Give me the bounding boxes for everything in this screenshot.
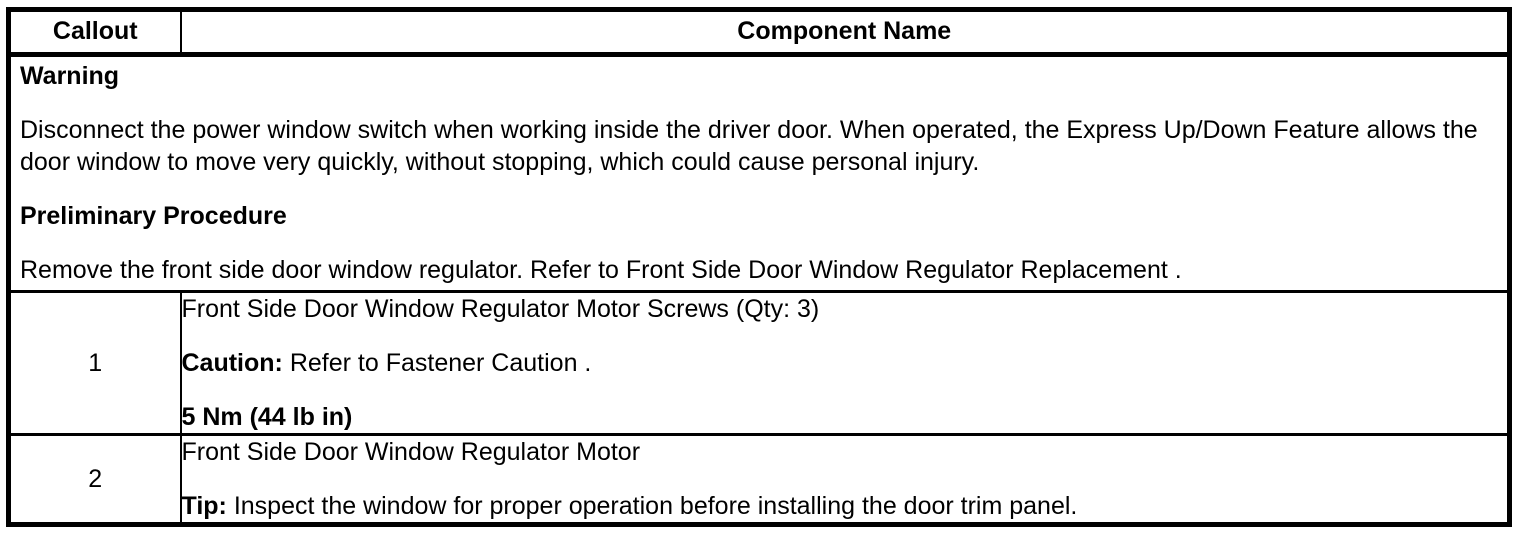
- caution-label: Caution:: [181, 349, 283, 377]
- torque-spec: 5 Nm (44 lb in): [181, 403, 353, 431]
- component-cell-1: Front Side Door Window Regulator Motor S…: [181, 292, 1510, 435]
- warning-section-row: Warning Disconnect the power window swit…: [8, 54, 1510, 293]
- component-name-text: Front Side Door Window Regulator Motor: [181, 438, 641, 466]
- preliminary-procedure-text: Remove the front side door window regula…: [20, 256, 1182, 284]
- tip-note: Tip: Inspect the window for proper opera…: [182, 490, 1508, 522]
- table-header-row: Callout Component Name: [8, 9, 1510, 57]
- tip-text: Inspect the window for proper operation …: [226, 492, 1078, 520]
- table-row-2: 2 Front Side Door Window Regulator Motor…: [8, 433, 1510, 525]
- warning-title: Warning: [20, 62, 120, 90]
- component-name-text: Front Side Door Window Regulator Motor S…: [181, 295, 820, 323]
- caution-note: Caution: Refer to Fastener Caution .: [182, 347, 1508, 379]
- caution-text: Refer to Fastener Caution .: [282, 349, 592, 377]
- component-name-column-header: Component Name: [180, 9, 1510, 57]
- callout-number-1: 1: [8, 291, 182, 435]
- preliminary-procedure-title: Preliminary Procedure: [20, 202, 287, 230]
- warning-text: Disconnect the power window switch when …: [20, 116, 1478, 176]
- table-row-1: 1 Front Side Door Window Regulator Motor…: [8, 291, 1510, 435]
- callout-number-2: 2: [8, 433, 182, 525]
- warning-section-cell: Warning Disconnect the power window swit…: [8, 54, 1510, 293]
- component-cell-2: Front Side Door Window Regulator Motor T…: [180, 433, 1510, 525]
- tip-label: Tip:: [181, 492, 227, 520]
- component-table: Callout Component Name Warning Disconnec…: [6, 7, 1512, 527]
- callout-column-header: Callout: [8, 9, 182, 57]
